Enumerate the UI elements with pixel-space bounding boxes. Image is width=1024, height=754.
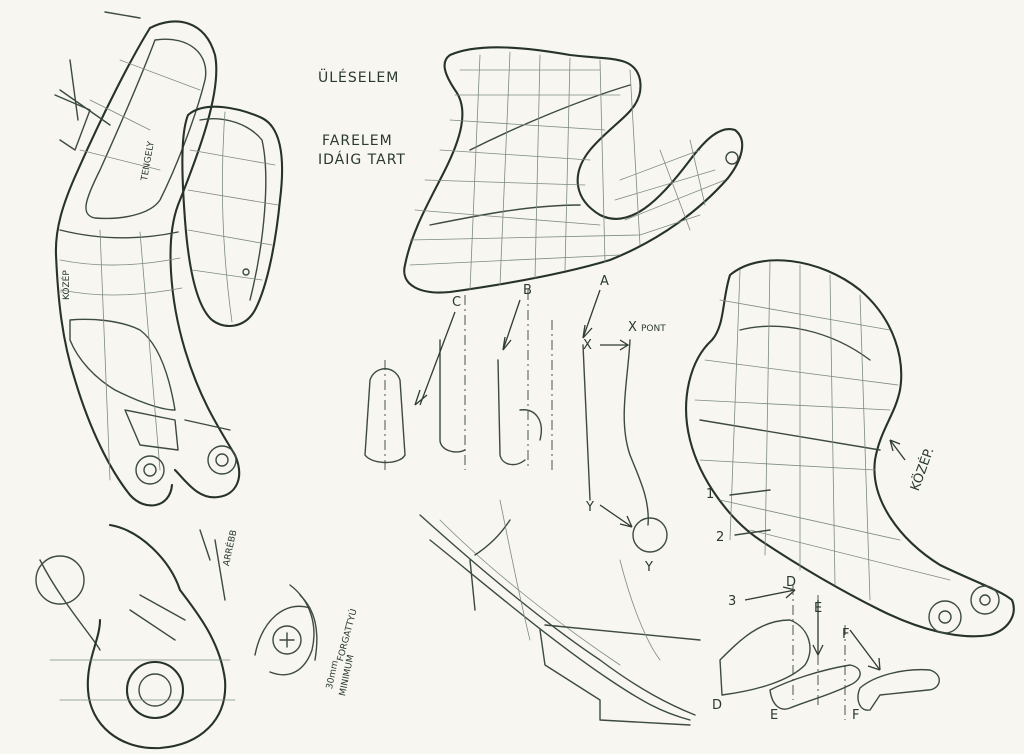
left-back-pad [181,105,284,328]
seat-rail [419,499,701,726]
section-label-d-top: D [786,575,797,590]
back-part-label-line1: FARELEM [322,133,393,149]
section-label-e-bottom: E [770,708,779,723]
section-label-e-top: E [814,601,823,616]
section-label-f-top: F [842,627,850,642]
section-label-b: B [523,283,532,298]
section-label-x1: X [583,338,592,353]
center-label-left: KÖZÉP [62,270,72,300]
seat-sections [364,289,668,553]
section-label-x2: X [628,320,637,335]
section-label-y1: Y [586,500,594,515]
section-label-y2: Y [645,560,653,575]
left-frame-arm [54,20,241,507]
section-label-d-bottom: D [712,698,723,713]
section-number-1: 1 [706,487,715,502]
pivot-detail [254,584,318,676]
section-label-x-point: PONT [641,324,666,334]
seat-part-label: ÜLÉSELEM [318,70,400,86]
section-label-c: C [452,295,462,310]
back-part-label-line2: IDÁIG TART [318,152,406,168]
seat-element [403,46,744,294]
bottom-left-detail [35,523,236,750]
section-label-a: A [600,274,609,289]
left-top-detail [54,11,141,151]
right-frame-3d [685,259,1015,720]
section-number-3: 3 [728,594,737,609]
section-label-f-bottom: F [852,708,860,723]
section-number-2: 2 [716,530,725,545]
right-sections [719,619,940,711]
